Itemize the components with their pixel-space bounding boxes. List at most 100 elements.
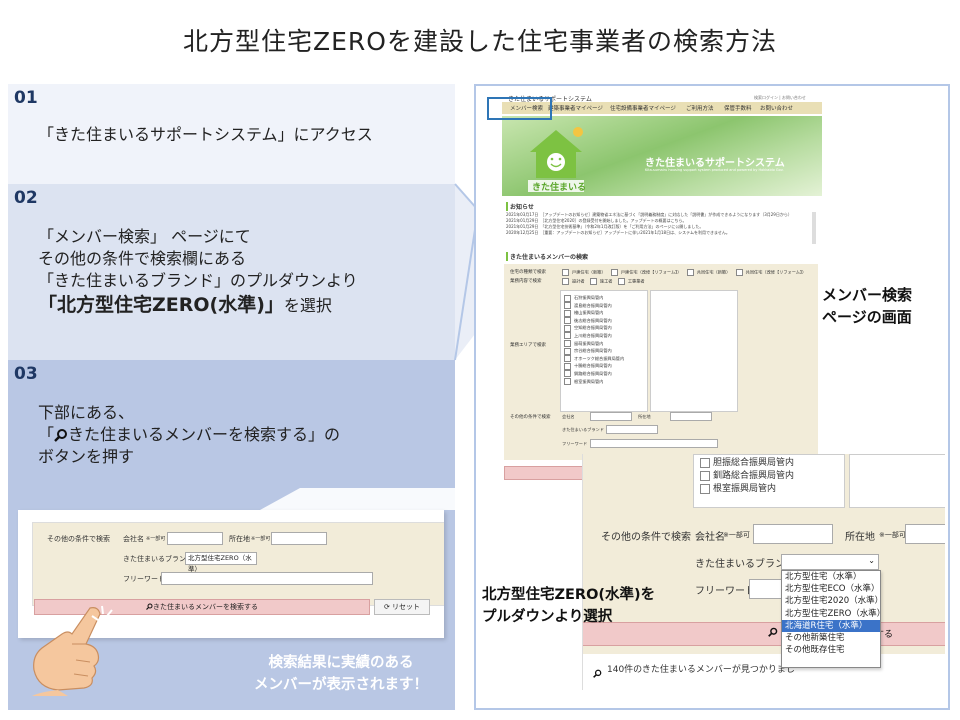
region-item[interactable]: 渡島総合振興局管内 <box>564 302 647 310</box>
nav-fee[interactable]: 保管手数料 <box>724 106 752 112</box>
dropdown-option[interactable]: 北海道R住宅（水準） <box>782 619 880 632</box>
site-header-links[interactable]: 検索ログイン | お問い合わせ <box>754 95 806 100</box>
site-header-title: きた住まいるサポートシステム <box>508 96 592 103</box>
business-label: 業務内容で検索 <box>510 279 542 284</box>
reset-button[interactable]: ⟳ リセット <box>374 599 430 615</box>
step-panel-1: 01 「きた住まいるサポートシステム」にアクセス <box>8 84 455 184</box>
business-options: 設計者 施工者 工事業者 <box>562 278 645 285</box>
zoom-search-button[interactable]: する <box>583 622 945 646</box>
step-line: 「メンバー検索」 ページにて <box>38 227 251 246</box>
region-list-2[interactable] <box>650 290 738 412</box>
nav-usage[interactable]: ご利用方法 <box>686 106 714 112</box>
member-search-button[interactable]: きた住まいるメンバーを検索する <box>34 599 370 615</box>
checkbox[interactable] <box>589 278 597 285</box>
pointing-hand-icon <box>32 607 101 696</box>
freeword-input[interactable] <box>590 439 718 448</box>
news-item[interactable]: 2021年01月29日 「北方型住宅技術基準」（令和2年1月改訂版）を「ご利用方… <box>506 224 704 229</box>
site-banner: きた住まいる きた住まいるサポートシステム Kita-sumairu housi… <box>502 116 822 196</box>
dropdown-option[interactable]: 北方型住宅2020（水準） <box>785 596 884 607</box>
site-nav-bar <box>502 102 822 114</box>
zoom-freeword-label: フリーワード <box>695 586 755 597</box>
zoom-location-input[interactable] <box>905 524 945 544</box>
region-item[interactable]: 釧路総合振興局管内 <box>564 370 647 378</box>
bp-location-input[interactable] <box>271 532 327 545</box>
region-item[interactable]: 石狩振興局管内 <box>564 294 647 302</box>
banner-title: きた住まいるサポートシステム <box>645 158 785 169</box>
region-item[interactable]: 根室振興局管内 <box>564 378 647 386</box>
bp-freeword-input[interactable] <box>161 572 373 585</box>
checkbox[interactable] <box>564 317 571 325</box>
bp-partial-hint: ※一部可 <box>251 536 271 542</box>
step-emphasis: 「北方型住宅ZERO(水準)」 <box>38 294 284 316</box>
region-item[interactable]: 留萌振興局管内 <box>564 340 647 348</box>
checkbox[interactable] <box>735 269 743 276</box>
dropdown-option[interactable]: 北方型住宅（水準） <box>785 572 862 582</box>
news-item[interactable]: 2021年03月17日 ［アップデートのお知らせ］建築物省エネ法に基づく「説明義… <box>506 212 792 217</box>
region-list[interactable]: 石狩振興局管内渡島総合振興局管内檜山振興局管内後志総合振興局管内空知総合振興局管… <box>560 290 648 412</box>
region-item[interactable]: 上川総合振興局管内 <box>564 332 647 340</box>
checkbox[interactable] <box>617 278 625 285</box>
checkbox[interactable] <box>686 269 694 276</box>
search-heading: きた住まいるメンバーの検索 <box>506 252 588 261</box>
checkbox[interactable] <box>564 378 571 386</box>
region-item[interactable]: 空知総合振興局管内 <box>564 324 647 332</box>
news-item[interactable]: 2020年12月25日 ［重要：アップデートのお知らせ］アップデートに伴い202… <box>506 230 730 235</box>
checkbox[interactable] <box>564 362 571 370</box>
step-panel-2: 02 「メンバー検索」 ページにて その他の条件で検索欄にある 「きた住まいるブ… <box>8 184 455 360</box>
zoom-result-area: 140件のきた住まいるメンバーが見つかりまし <box>583 654 945 690</box>
bp-location-label: 所在地 <box>229 535 250 543</box>
region-item[interactable]: 後志総合振興局管内 <box>564 317 647 325</box>
page-title: 北方型住宅ZEROを建設した住宅事業者の検索方法 <box>183 27 777 56</box>
region-item[interactable]: 宗谷総合振興局管内 <box>564 347 647 355</box>
step-number: 02 <box>14 188 38 208</box>
region-item[interactable]: 檜山振興局管内 <box>564 309 647 317</box>
checkbox[interactable] <box>562 269 569 276</box>
checkbox[interactable] <box>562 278 569 285</box>
checkbox[interactable] <box>564 370 571 378</box>
dropdown-option[interactable]: 北方型住宅ZERO（水準） <box>785 608 886 619</box>
nav-builder-mypage[interactable]: 建築事業者マイページ <box>548 106 603 112</box>
bottom-form: その他の条件で検索 会社名 ※一部可 所在地 ※一部可 きた住まいるブランド 北… <box>32 522 444 606</box>
region-item[interactable]: 十勝総合振興局管内 <box>564 362 647 370</box>
brand-dropdown-menu[interactable]: 北方型住宅（水準） 北方型住宅ECO（水準）北方型住宅2020（水準）北方型住宅Z… <box>781 570 886 668</box>
checkbox[interactable] <box>564 355 571 363</box>
checkbox[interactable] <box>564 332 571 340</box>
company-input[interactable] <box>590 412 632 421</box>
checkbox[interactable] <box>564 324 571 332</box>
news-heading: お知らせ <box>506 202 534 211</box>
nav-equipment-mypage[interactable]: 住宅設備事業者マイページ <box>610 106 676 112</box>
news-item[interactable]: 2021年01月29日 ［北方型住宅2020］の登録受付を開始しました。アップデ… <box>506 218 687 223</box>
step-line: その他の条件で検索欄にある <box>38 249 247 268</box>
checkbox[interactable] <box>564 340 571 348</box>
zoom-company-label: 会社名 <box>695 532 725 543</box>
step-line: を選択 <box>283 296 332 315</box>
bp-partial-hint: ※一部可 <box>146 536 166 542</box>
location-input[interactable] <box>670 412 712 421</box>
nav-contact[interactable]: お問い合わせ <box>760 106 794 112</box>
bp-brand-select[interactable]: 北方型住宅ZERO（水準） <box>185 552 257 573</box>
zoom-region-list[interactable]: 胆振総合振興局管内 釧路総合振興局管内 根室振興局管内 <box>693 454 845 508</box>
zoom-region-list-2[interactable] <box>849 454 945 508</box>
checkbox[interactable] <box>564 347 571 355</box>
checkbox[interactable] <box>564 309 571 317</box>
nav-member-search[interactable]: メンバー検索 <box>510 106 544 112</box>
region-item[interactable]: オホーツク総合振興局管内 <box>564 355 647 363</box>
step-text: 「メンバー検索」 ページにて その他の条件で検索欄にある 「きた住まいるブランド… <box>38 226 358 317</box>
zoom-brand-select[interactable]: ⌄ <box>781 554 879 570</box>
news-scrollbar[interactable] <box>812 212 816 244</box>
checkbox[interactable] <box>610 269 618 276</box>
zoom-company-input[interactable] <box>753 524 833 544</box>
brand-select[interactable] <box>606 425 658 434</box>
other-conditions-label: その他の条件で検索 <box>510 415 551 420</box>
area-label: 業務エリアで検索 <box>510 343 546 348</box>
step-number: 01 <box>14 88 38 108</box>
checkbox[interactable] <box>564 302 571 310</box>
checkbox[interactable] <box>564 294 571 302</box>
dropdown-option[interactable]: その他既存住宅 <box>785 645 845 656</box>
bp-company-input[interactable] <box>167 532 223 545</box>
dropdown-option[interactable]: 北方型住宅ECO（水準） <box>785 584 880 595</box>
bp-freeword-label: フリーワード <box>123 575 165 583</box>
search-icon <box>768 627 778 640</box>
search-icon <box>593 663 602 682</box>
dropdown-option[interactable]: その他新築住宅 <box>785 632 845 643</box>
